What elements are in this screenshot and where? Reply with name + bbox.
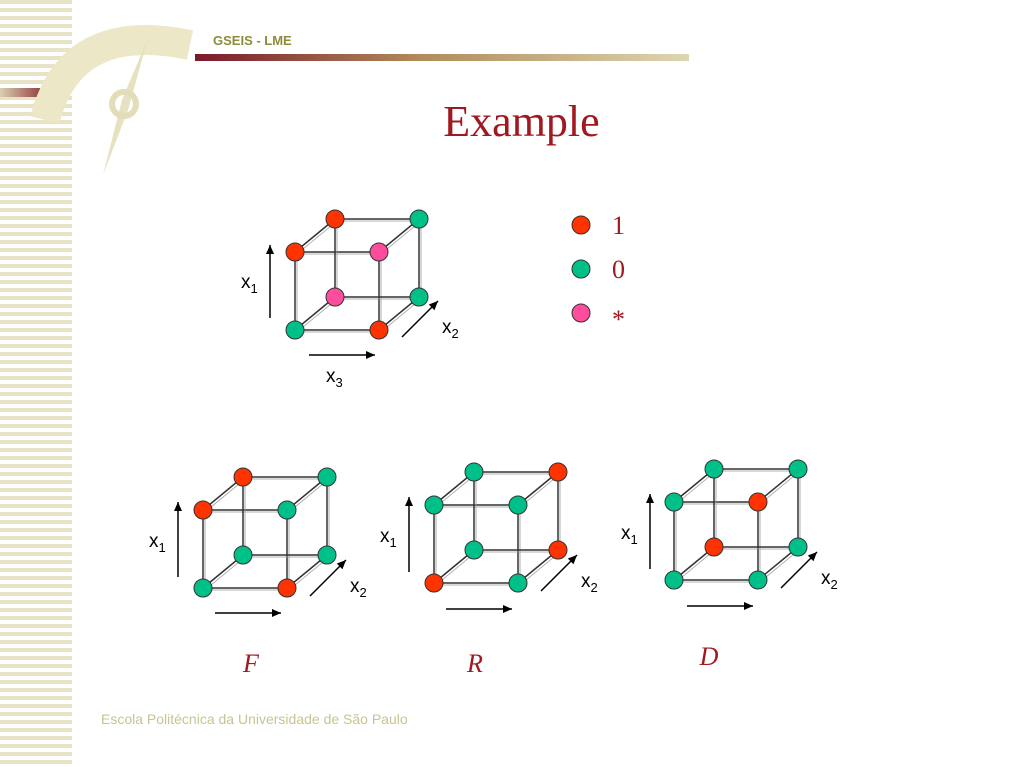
vertex-tbr-zero: [788, 459, 808, 479]
vertex-bbl-star: [325, 287, 345, 307]
legend-dot-zero: [571, 259, 591, 279]
axis-x1-label: x1: [621, 523, 638, 547]
vertex-bfl-one: [424, 573, 444, 593]
legend-label-star: *: [612, 305, 625, 334]
vertex-bfr-zero: [748, 570, 768, 590]
decorative-stripes: [0, 0, 72, 767]
cube-F: x1 x2: [149, 467, 367, 617]
vertex-bfl-zero: [193, 578, 213, 598]
vertex-tfl-zero: [424, 495, 444, 515]
vertex-bbl-zero: [464, 540, 484, 560]
vertex-tbr-zero: [409, 209, 429, 229]
header-accent-bar: [195, 54, 689, 61]
vertex-tfr-one: [748, 492, 768, 512]
vertex-bfl-zero: [664, 570, 684, 590]
axis-x3-arrow-head: [366, 351, 375, 359]
vertex-tfl-one: [193, 500, 213, 520]
axis-x1-arrow-head: [266, 245, 274, 254]
vertex-bfr-one: [277, 578, 297, 598]
axis-x2-arrow-head: [807, 552, 817, 562]
cube-example: x1 x2 x3: [241, 209, 459, 390]
vertex-tfr-star: [369, 242, 389, 262]
legend-label-one: 1: [612, 211, 625, 240]
vertex-tfl-one: [285, 242, 305, 262]
vertex-tbr-one: [548, 462, 568, 482]
vertex-bfr-zero: [508, 573, 528, 593]
axis-x2-arrow-head: [428, 301, 438, 311]
vertex-tfr-zero: [508, 495, 528, 515]
legend: 1 0 *: [571, 211, 625, 334]
axis-x1-arrow-head: [646, 494, 654, 503]
footer-text: Escola Politécnica da Universidade de Sã…: [101, 711, 408, 727]
vertex-bbr-zero: [409, 287, 429, 307]
vertex-bbl-one: [704, 537, 724, 557]
vertex-tbl-zero: [704, 459, 724, 479]
cube-D: x1 x2: [621, 459, 838, 610]
vertex-bfl-zero: [285, 320, 305, 340]
legend-dot-one: [571, 215, 591, 235]
axis-x3-arrow-head: [503, 605, 512, 613]
vertex-bfr-one: [369, 320, 389, 340]
legend-dot-star: [571, 303, 591, 323]
legend-label-zero: 0: [612, 255, 625, 284]
vertex-tbl-one: [325, 209, 345, 229]
axis-x1-label: x1: [241, 272, 258, 296]
axis-x3-arrow-head: [272, 609, 281, 617]
axis-x1-arrow-head: [174, 502, 182, 511]
vertex-bbr-one: [548, 540, 568, 560]
compass-logo-icon: [30, 25, 194, 175]
cube-R: x1 x2: [380, 462, 598, 613]
axis-x1-label: x1: [149, 531, 166, 555]
left-accent-bar: [0, 88, 48, 97]
page-title: Example: [443, 97, 600, 146]
axis-x3-arrow-head: [744, 602, 753, 610]
axis-x2-label: x2: [821, 568, 838, 592]
axis-x2-arrow-head: [567, 555, 577, 565]
label-F: F: [242, 649, 260, 678]
axis-x2-label: x2: [350, 576, 367, 600]
label-D: D: [699, 642, 719, 671]
vertex-tbl-one: [233, 467, 253, 487]
header-org-label: GSEIS - LME: [213, 33, 292, 48]
axis-x2-arrow-head: [336, 560, 346, 570]
label-R: R: [466, 649, 483, 678]
vertex-bbl-zero: [233, 545, 253, 565]
axis-x1-label: x1: [380, 526, 397, 550]
vertex-bbr-zero: [788, 537, 808, 557]
vertex-tfl-zero: [664, 492, 684, 512]
vertex-tfr-zero: [277, 500, 297, 520]
vertex-tbl-zero: [464, 462, 484, 482]
axis-x2-label: x2: [581, 571, 598, 595]
axis-x2-label: x2: [442, 317, 459, 341]
axis-x3-label: x3: [326, 366, 343, 390]
axis-x1-arrow-head: [405, 497, 413, 506]
vertex-bbr-zero: [317, 545, 337, 565]
vertex-tbr-zero: [317, 467, 337, 487]
